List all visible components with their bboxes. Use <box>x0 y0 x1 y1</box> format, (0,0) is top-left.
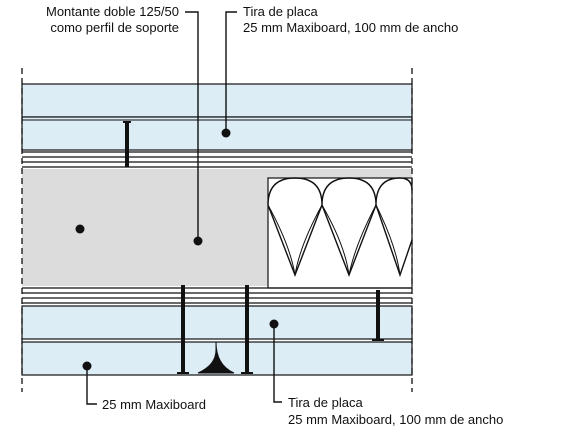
label-bottom-strip-line1: Tira de placa <box>288 395 363 410</box>
label-outer-board: 25 mm Maxiboard <box>102 397 206 412</box>
drywall-screw-icon <box>372 290 384 341</box>
bottom-stud-flange <box>22 287 412 304</box>
label-top-strip-line1: Tira de placa <box>243 4 318 19</box>
leader-dot-icon <box>269 319 279 329</box>
drywall-screw-icon <box>241 285 253 374</box>
leader-lines <box>86 11 282 405</box>
label-top-strip-line2: 25 mm Maxiboard, 100 mm de ancho <box>243 20 458 35</box>
board-joint <box>197 341 235 374</box>
bottom-board-strip <box>21 305 413 340</box>
leader-dot-icon <box>193 236 203 246</box>
drywall-screw-icon <box>123 121 131 167</box>
leader-dot-icon <box>75 224 85 234</box>
insulation <box>267 177 413 289</box>
label-stud-line2: como perfil de soporte <box>50 20 179 35</box>
leader-dot-icon <box>82 361 92 371</box>
top-outer-board <box>21 83 413 118</box>
label-stud-line1: Montante doble 125/50 <box>46 4 179 19</box>
top-stud-flange <box>22 151 412 168</box>
top-board-strip <box>21 116 413 151</box>
label-bottom-strip-line2: 25 mm Maxiboard, 100 mm de ancho <box>288 412 503 427</box>
leader-dot-icon <box>221 128 231 138</box>
drywall-screw-icon <box>177 285 189 374</box>
